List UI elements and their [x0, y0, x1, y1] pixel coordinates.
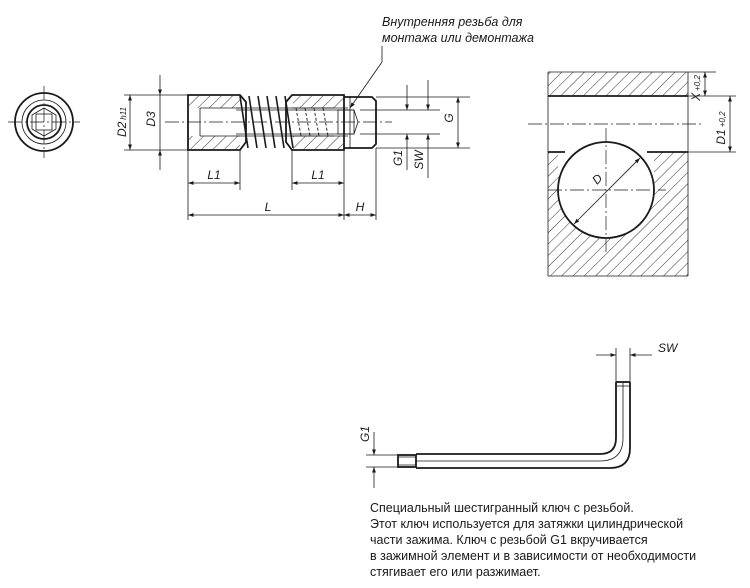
dim-d3: D3: [144, 111, 158, 127]
key-dim-sw: SW: [658, 341, 679, 355]
dim-d-line: [573, 157, 641, 225]
key-dim-g1: G1: [358, 426, 372, 442]
hex-key: G1 SW: [358, 341, 679, 488]
end-view: [8, 86, 80, 158]
callout-leader: [349, 46, 383, 109]
dim-g1: G1: [391, 150, 405, 166]
dim-sw: SW: [412, 149, 426, 170]
dim-x: X+0,2: [689, 75, 703, 102]
dim-d1: D1+0,2: [714, 111, 728, 145]
callout-note: Внутренняя резьба для монтажа или демонт…: [382, 14, 534, 46]
callout-line-1: Внутренняя резьба для: [382, 15, 523, 29]
dim-l: L: [265, 200, 272, 214]
description-line-3: части зажима. Ключ с резьбой G1 вкручива…: [370, 533, 648, 547]
callout-line-2: монтажа или демонтажа: [382, 31, 534, 45]
description-line-4: в зажимной элемент и в зависимости от не…: [370, 549, 697, 563]
description-line-2: Этот ключ используется для затяжки цилин…: [370, 517, 684, 531]
dim-l1-right: L1: [311, 168, 324, 182]
key-description: Специальный шестигранный ключ с резьбой.…: [370, 500, 745, 580]
threaded-screw: [236, 95, 377, 149]
dim-g: G: [442, 113, 456, 122]
side-view: L1 L1 L H D2h11 D3 G1 SW G: [115, 46, 470, 220]
dim-d2: D2h11: [115, 107, 129, 137]
dim-l1-left: L1: [207, 168, 220, 182]
description-line-5: стягивает его или разжимает.: [370, 565, 541, 579]
description-line-1: Специальный шестигранный ключ с резьбой.: [370, 501, 634, 515]
mounting-section: D X+0,2 D1+0,2: [528, 71, 736, 277]
dim-h: H: [356, 200, 365, 214]
